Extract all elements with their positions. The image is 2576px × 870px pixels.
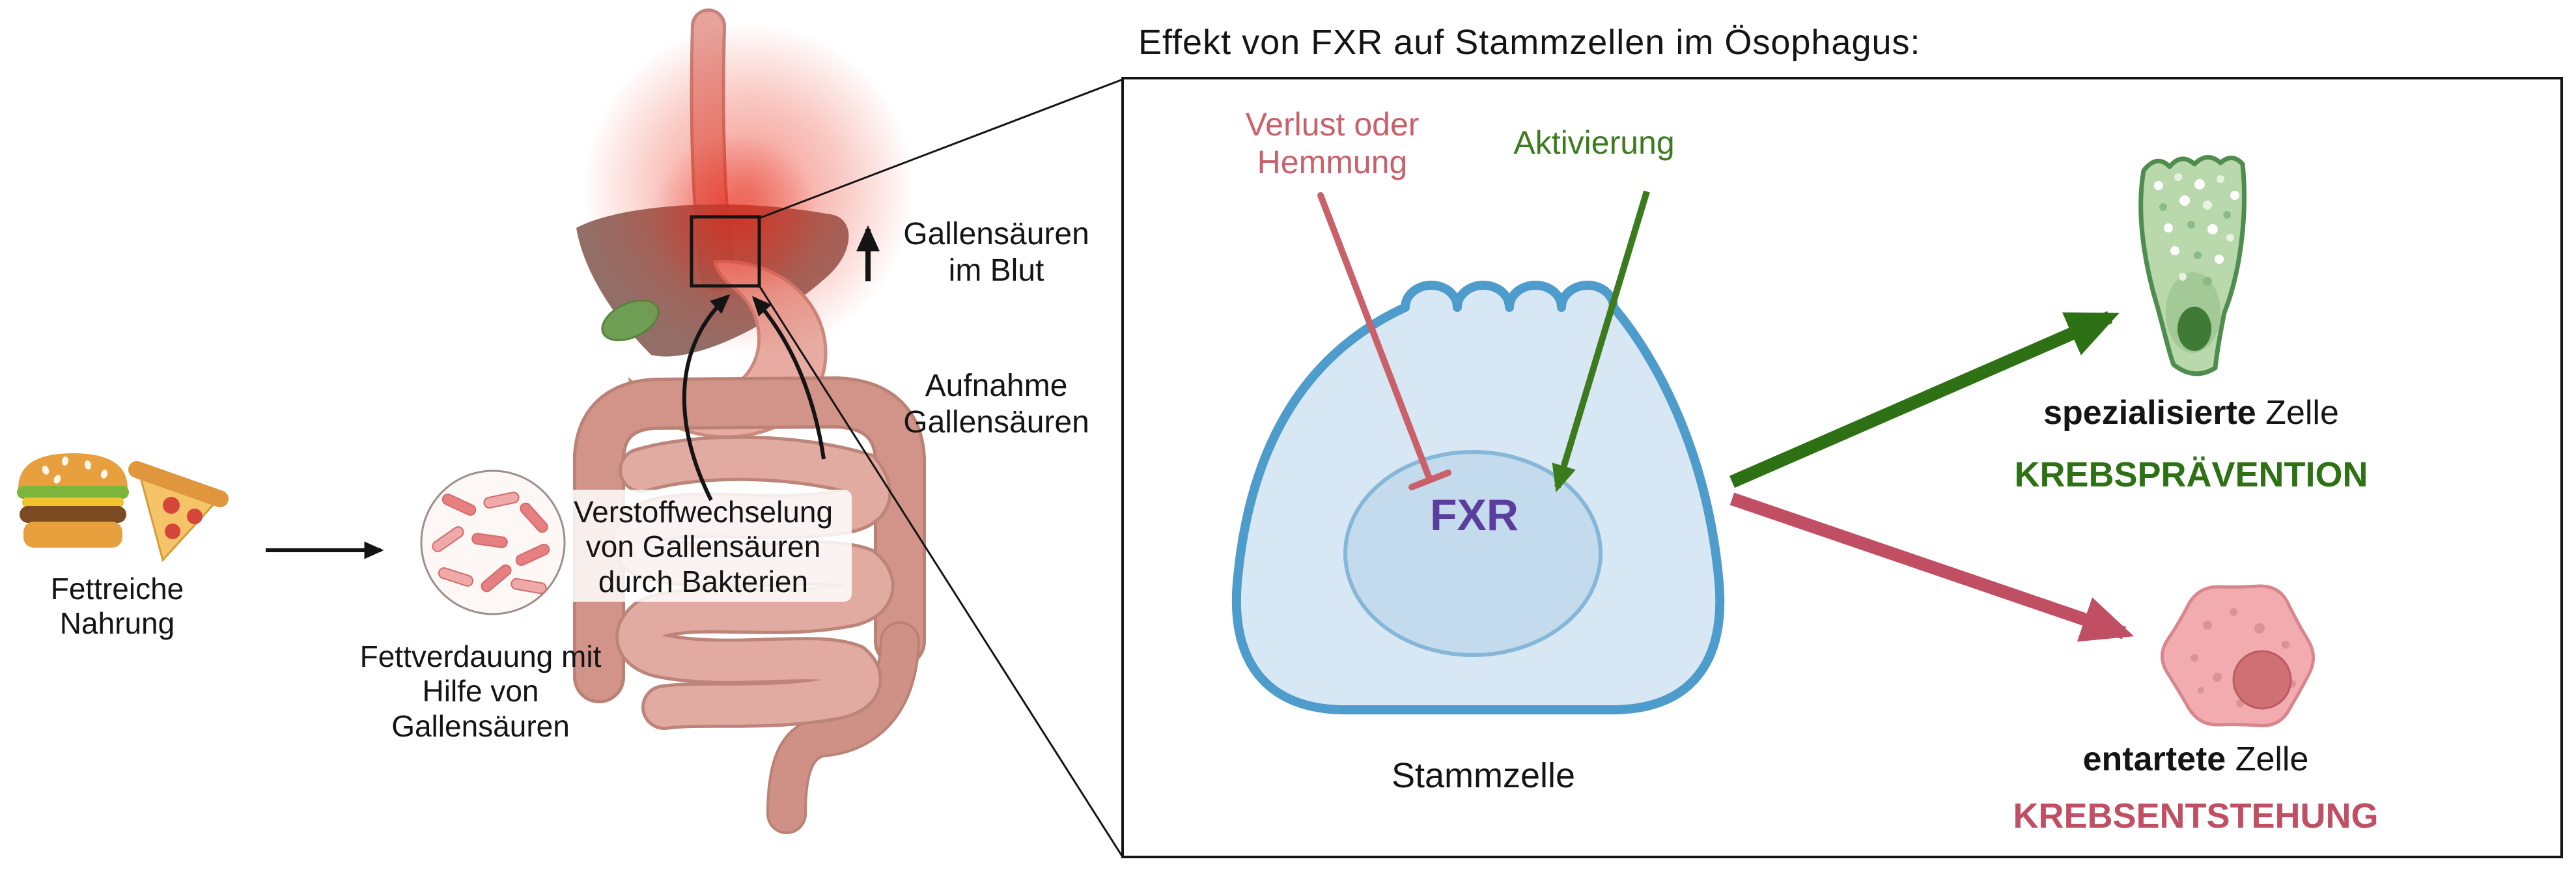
digestion-label: Fettverdauung mit Hilfe von Gallensäuren (360, 639, 602, 744)
specialized-cell-label: spezialisierte Zelle (2043, 393, 2339, 432)
activation-arrow (1552, 190, 1650, 493)
degenerate-cell-label-rest: Zelle (2235, 740, 2309, 778)
bile-blood-label-line2: im Blut (948, 253, 1044, 288)
prevention-label: KREBSPRÄVENTION (2014, 455, 2368, 494)
carcinogenesis-arrow (1729, 492, 2135, 642)
absorption-label: Aufnahme Gallensäuren (903, 368, 1089, 440)
stem-cell-illustration (1231, 281, 1725, 714)
metabolism-label: Verstoffwechselung von Gallensäuren durc… (574, 495, 833, 599)
specialized-cell-nucleus (2177, 307, 2211, 351)
specialized-cell-label-rest: Zelle (2265, 394, 2339, 432)
inhibition-label-line1: Verlust oder (1245, 106, 1420, 143)
food-label-line1: Fettreiche (50, 572, 184, 606)
metabolism-label-line1: Verstoffwechselung (573, 495, 833, 529)
digestive-system-illustration (576, 23, 915, 814)
red-glow (583, 23, 915, 355)
fxr-receptor-label: FXR (1430, 490, 1519, 540)
prevention-arrow (1729, 311, 2120, 488)
carcinogenesis-label: KREBSENTSTEHUNG (2013, 796, 2379, 835)
metabolism-label-line2: von Gallensäuren (585, 529, 821, 564)
bile-flow-arrows (682, 294, 826, 501)
digestion-label-line2: Hilfe von (422, 674, 539, 709)
specialized-cell-icon (2138, 155, 2247, 376)
metabolism-label-line3: durch Bakterien (598, 564, 809, 598)
inhibition-line (1317, 192, 1451, 490)
bile-blood-label: Gallensäuren im Blut (903, 216, 1089, 288)
degenerate-cell-label: entartete Zelle (2083, 740, 2309, 779)
food-label-line2: Nahrung (59, 606, 175, 641)
degenerate-cell-label-bold: entartete (2082, 740, 2226, 778)
stem-cell-nucleus (1343, 450, 1603, 657)
metabolism-label-bg (557, 490, 852, 602)
pizza-icon (128, 461, 229, 563)
degenerate-cell-icon (2161, 584, 2315, 727)
specialized-cell-label-bold: spezialisierte (2043, 394, 2256, 432)
inhibition-label-line2: Hemmung (1257, 144, 1408, 180)
esophagus-zoom-box (690, 215, 761, 288)
absorption-label-line2: Gallensäuren (903, 404, 1089, 440)
inhibition-label: Verlust oder Hemmung (1246, 105, 1420, 181)
degenerate-cell-nucleus (2232, 650, 2292, 710)
burger-icon (17, 453, 129, 548)
digestion-label-line3: Gallensäuren (391, 709, 570, 743)
food-label: Fettreiche Nahrung (51, 572, 184, 641)
stem-cell-label: Stammzelle (1391, 756, 1576, 795)
zoom-lines (758, 78, 1124, 858)
bacteria-circle-icon (420, 470, 566, 615)
panel-title: Effekt von FXR auf Stammzellen im Ösopha… (1138, 23, 1921, 62)
absorption-label-line1: Aufnahme (925, 369, 1068, 403)
activation-label: Aktivierung (1513, 124, 1675, 161)
digestion-label-line1: Fettverdauung mit (359, 639, 602, 673)
bile-blood-label-line1: Gallensäuren (903, 217, 1089, 251)
